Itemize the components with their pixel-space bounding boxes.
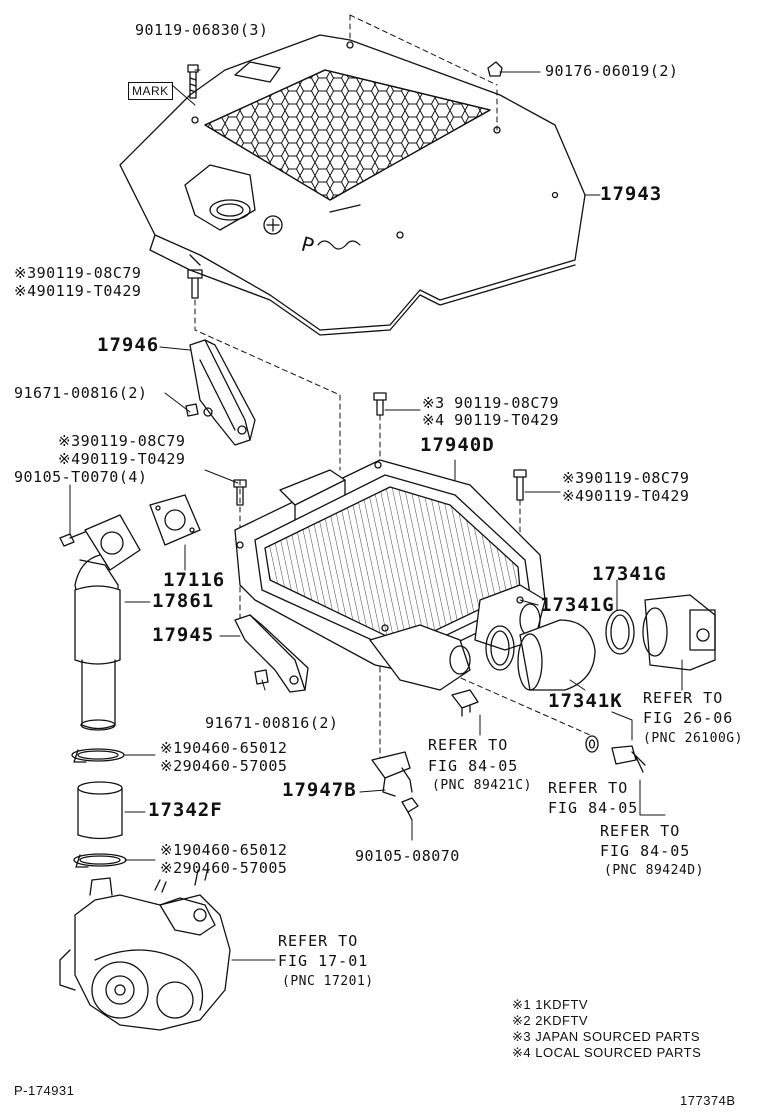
- hose-17342f: [78, 782, 122, 839]
- label-clamp-upper-a: ※190460-65012: [160, 739, 288, 757]
- label-cover: 17943: [600, 183, 663, 205]
- label-intercooler: 17940D: [420, 434, 495, 456]
- label-bolt-bracket-lower: 91671-00816(2): [205, 714, 339, 732]
- ref-throttle-l2: FIG 26-06: [643, 709, 734, 727]
- label-clamp-lower-a: ※190460-65012: [160, 841, 288, 859]
- label-bolt-left-b: ※490119-T0429: [14, 282, 142, 300]
- label-bolt-mid-a: ※390119-08C79: [58, 432, 186, 450]
- ref-turbo-l2: FIG 17-01: [278, 952, 369, 970]
- label-bolt-bracket-upper: 91671-00816(2): [14, 384, 148, 402]
- label-bolt-right-a: ※390119-08C79: [562, 469, 690, 487]
- footer-figure-code: 177374B: [680, 1093, 736, 1108]
- bolt-cover: [188, 65, 198, 98]
- label-hose-lower: 17342F: [148, 799, 223, 821]
- label-bolt-mid-b: ※490119-T0429: [58, 450, 186, 468]
- bolt-left: [188, 270, 202, 298]
- label-sensor-bracket: 17947B: [282, 779, 357, 801]
- ref-turbo-l3: (PNC 17201): [282, 974, 374, 989]
- bolt-mid: [234, 480, 246, 505]
- label-clamp-lower-b: ※290460-57005: [160, 859, 288, 877]
- pipe-17861: [75, 515, 140, 730]
- label-gasket: 17116: [163, 569, 226, 591]
- ref-turbo-l1: REFER TO: [278, 932, 359, 950]
- cover-emblem-text: P: [299, 232, 317, 258]
- label-bolt-center-a: ※3 90119-08C79: [422, 394, 559, 412]
- engine-cover-17943: P: [120, 35, 585, 335]
- label-mark: MARK: [128, 82, 173, 100]
- label-bolt-cover: 90119-06830(3): [135, 21, 269, 39]
- note-3: ※3 JAPAN SOURCED PARTS: [512, 1029, 701, 1044]
- nut-cover: [488, 62, 502, 76]
- sensor-89424d: [612, 746, 645, 772]
- ref-sensor-c-l2: FIG 84-05: [600, 842, 691, 860]
- ref-sensor-a-l2: FIG 84-05: [428, 757, 519, 775]
- label-bracket-upper: 17946: [97, 334, 160, 356]
- ref-sensor-b-l2: FIG 84-05: [548, 799, 639, 817]
- gasket-17116: [150, 495, 200, 545]
- label-nut-cover: 90176-06019(2): [545, 62, 679, 80]
- note-2: ※2 2KDFTV: [512, 1013, 589, 1028]
- clamp-upper: [72, 749, 124, 762]
- footer-page-code: P-174931: [14, 1083, 75, 1098]
- label-bolt-sensor: 90105-08070: [355, 847, 460, 865]
- label-clamp-upper-b: ※290460-57005: [160, 757, 288, 775]
- label-clamp-right-mid: 17341G: [540, 594, 615, 616]
- ref-throttle-l3: (PNC 26100G): [643, 731, 743, 746]
- clamp-17341g-top: [606, 610, 634, 654]
- clamp-17341g-mid: [486, 626, 514, 670]
- throttle-body: [643, 595, 715, 670]
- bracket-17946: [186, 340, 255, 445]
- bolt-center: [374, 393, 386, 415]
- label-pipe: 17861: [152, 590, 215, 612]
- label-leaders: [70, 70, 682, 860]
- ref-leaders: [612, 712, 665, 815]
- label-bolt-flange: 90105-T0070(4): [14, 468, 148, 486]
- ref-sensor-c-l1: REFER TO: [600, 822, 681, 840]
- label-bolt-center-b: ※4 90119-T0429: [422, 411, 559, 429]
- hose-17341k: [518, 620, 595, 690]
- intercooler-17940d: [235, 460, 545, 690]
- label-bolt-right-b: ※490119-T0429: [562, 487, 690, 505]
- flange-bolt: [60, 532, 85, 546]
- label-bracket-lower: 17945: [152, 624, 215, 646]
- ref-sensor-a-l1: REFER TO: [428, 736, 509, 754]
- turbocharger: [60, 868, 230, 1030]
- ref-sensor-a-l3: (PNC 89421C): [432, 778, 532, 793]
- label-bolt-left-a: ※390119-08C79: [14, 264, 142, 282]
- note-1: ※1 1KDFTV: [512, 997, 589, 1012]
- sensor-89421c: [452, 690, 478, 716]
- ref-sensor-b-l1: REFER TO: [548, 779, 629, 797]
- clamp-lower: [74, 854, 126, 867]
- bolt-sensor: [402, 798, 418, 820]
- bracket-17945: [235, 615, 308, 692]
- note-4: ※4 LOCAL SOURCED PARTS: [512, 1045, 702, 1060]
- ref-sensor-c-l3: (PNC 89424D): [604, 863, 704, 878]
- label-clamp-right-top: 17341G: [592, 563, 667, 585]
- sensor-bracket-17947b: [372, 752, 412, 796]
- ref-throttle-l1: REFER TO: [643, 689, 724, 707]
- washer: [586, 736, 598, 752]
- bolt-right: [514, 470, 526, 500]
- label-hose-right: 17341K: [548, 690, 623, 712]
